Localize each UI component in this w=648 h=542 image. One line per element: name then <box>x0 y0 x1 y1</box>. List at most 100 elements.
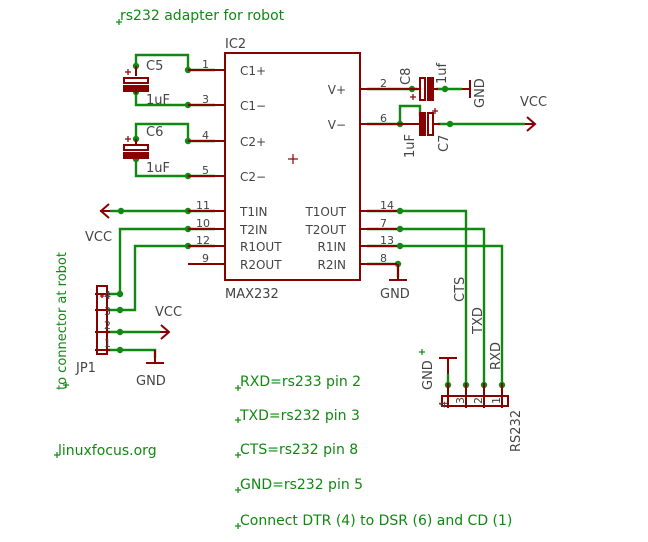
capacitor-c7-name: C7 <box>437 135 452 152</box>
gnd-label: GND <box>421 360 436 390</box>
parts <box>95 52 537 408</box>
junction-dot <box>441 85 449 93</box>
jp1-pin-number: 4 <box>104 289 111 302</box>
gnd-symbol <box>439 357 457 374</box>
credit: linuxfocus.org <box>58 443 157 459</box>
vcc-label: VCC <box>155 305 182 320</box>
rs232-net-label: RXD <box>489 342 504 370</box>
vcc-symbol <box>525 116 537 132</box>
rs232-name: RS232 <box>509 410 524 452</box>
rs232-net-label: CTS <box>453 277 468 302</box>
junction-dot <box>117 207 125 215</box>
wire-t2in <box>108 227 215 296</box>
ic-pin-number: 12 <box>196 234 210 247</box>
ic-pin-number: 10 <box>196 217 210 230</box>
connector-jp1 <box>95 285 110 355</box>
ic-pin-name: T1IN <box>239 205 267 219</box>
ic-pin-name: R2IN <box>318 258 347 272</box>
diagram-title: rs232 adapter for robot <box>120 8 285 24</box>
gnd-label: GND <box>380 287 410 302</box>
vcc-symbol <box>99 203 110 219</box>
jp1-pin-number: 2 <box>104 319 111 332</box>
jp1-label: to connector at robot <box>55 252 70 390</box>
rs232-pin-number: 3 <box>454 397 467 404</box>
gnd-label: GND <box>136 374 166 389</box>
ic-pin-number: 6 <box>380 112 387 125</box>
ic-pin-number: 2 <box>380 77 387 90</box>
ic-pin-name: R1OUT <box>240 240 282 254</box>
text-origin-marks <box>54 19 425 529</box>
ic-pin-name: T2IN <box>239 223 267 237</box>
ic-name: IC2 <box>225 37 246 52</box>
junction-dot <box>116 290 124 298</box>
ic-pin-number: 8 <box>380 252 387 265</box>
ic-pin-name: C2− <box>240 170 266 184</box>
gnd-symbol <box>462 80 471 98</box>
rs232-pin-number: 1 <box>490 397 503 404</box>
ic-pin-number: 7 <box>380 217 387 230</box>
junction-dot <box>396 242 404 250</box>
ic-value: MAX232 <box>225 287 279 302</box>
ic-pin-number: 3 <box>202 93 209 106</box>
ic-pin-name: C1− <box>240 99 266 113</box>
note-cts: CTS=rs232 pin 8 <box>240 442 358 458</box>
junction-dot <box>116 346 124 354</box>
jp1-pin-number: 1 <box>104 337 111 350</box>
ic-pin-number: 13 <box>380 234 394 247</box>
wire-t2out <box>367 227 486 385</box>
gnd-symbol <box>146 350 164 364</box>
capacitor-c8-value: 1uf <box>435 62 450 84</box>
junction-dot <box>116 306 124 314</box>
junction-dot <box>396 225 404 233</box>
wire-jp1-gnd <box>108 348 157 358</box>
ic-pin-name: C1+ <box>240 64 266 78</box>
junction-dot <box>396 207 404 215</box>
capacitor-c6 <box>123 139 149 159</box>
polarity-marks <box>100 69 438 298</box>
ic-pin-name: T2OUT <box>304 223 346 237</box>
jp1-name: JP1 <box>75 361 96 376</box>
note-rxd: RXD=rs233 pin 2 <box>240 374 361 390</box>
ic-pin-number: 9 <box>202 252 209 265</box>
capacitor-c5-name: C5 <box>146 59 163 74</box>
ic-pin-number: 1 <box>202 58 209 71</box>
gnd-label: GND <box>473 78 488 108</box>
vcc-symbol <box>160 324 171 340</box>
ic-pin-name: R2OUT <box>240 258 282 272</box>
ic-pin-name: R1IN <box>318 240 347 254</box>
wire-vminus <box>367 104 422 126</box>
ic-pin-name: V+ <box>328 83 346 97</box>
ic-pin-name: C2+ <box>240 135 266 149</box>
capacitor-c8-name: C8 <box>399 68 414 85</box>
wire-r1out <box>108 244 215 312</box>
vcc-label: VCC <box>520 95 547 110</box>
junction-dot <box>446 120 454 128</box>
ic-pin-number: 11 <box>196 199 210 212</box>
ic-pin-number: 5 <box>202 164 209 177</box>
wires <box>108 53 525 385</box>
note-dtr: Connect DTR (4) to DSR (6) and CD (1) <box>240 513 512 529</box>
capacitor-c8 <box>397 77 438 101</box>
capacitor-c6-name: C6 <box>146 125 163 140</box>
junction-dot <box>116 328 124 336</box>
capacitor-c7 <box>397 112 440 136</box>
connector-rs232 <box>441 383 509 408</box>
ic-pin-number: 4 <box>202 129 209 142</box>
jp1-pin-number: 3 <box>104 305 111 318</box>
rs232-net-label: TXD <box>471 307 486 335</box>
rs232-pin-number: 2 <box>472 397 485 404</box>
ic-pin-name: V− <box>328 118 346 132</box>
note-gnd: GND=rs232 pin 5 <box>240 477 363 493</box>
capacitor-c7-value: 1uF <box>403 134 418 158</box>
capacitor-c5 <box>123 66 149 94</box>
rs232-pin-number: 4 <box>437 401 450 408</box>
gnd-symbol <box>389 264 407 281</box>
ic-pin-number: 14 <box>380 199 394 212</box>
capacitor-c6-value: 1uF <box>146 161 170 176</box>
wire-r1in <box>367 244 504 385</box>
note-txd: TXD=rs232 pin 3 <box>239 408 360 424</box>
ic-body <box>224 52 361 281</box>
capacitor-c5-value: 1uF <box>146 93 170 108</box>
vcc-label: VCC <box>85 230 112 245</box>
